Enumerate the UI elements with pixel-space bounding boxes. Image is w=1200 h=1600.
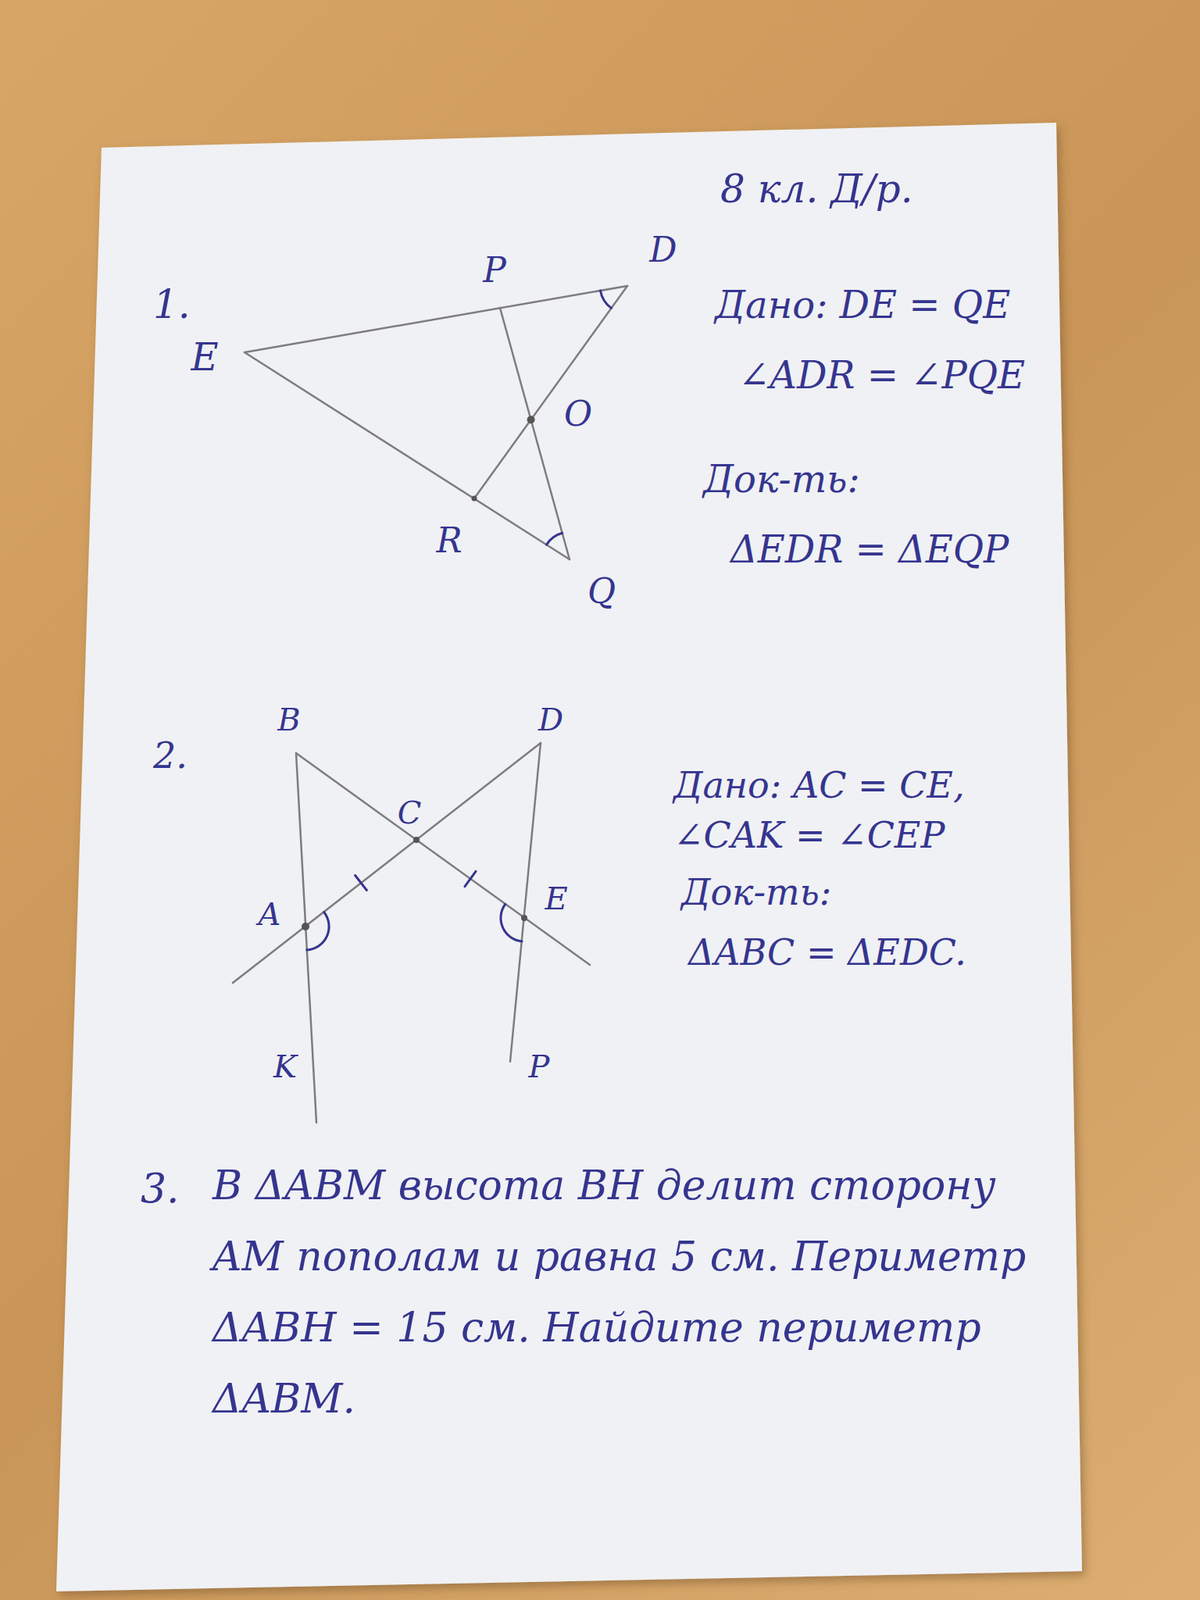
- figure-one: [244, 285, 628, 560]
- point-label: B: [277, 700, 300, 739]
- problem-number: 2.: [153, 734, 188, 778]
- problem-text: В ΔABM высота BH делит сторону AM попола…: [212, 1150, 1041, 1435]
- point-label: E: [544, 879, 568, 918]
- figure-two: [232, 742, 590, 1123]
- prove-text: Док-ть:: [681, 871, 832, 915]
- paper-sheet: [56, 122, 1083, 1592]
- point-label: D: [649, 229, 677, 272]
- point-label: K: [273, 1047, 297, 1086]
- point-dots: [301, 836, 528, 931]
- given-text: Дано: AC = CE,: [673, 764, 965, 808]
- prove-text: ΔABC = ΔEDC.: [688, 931, 967, 975]
- given-text: ∠CAK = ∠CEP: [673, 814, 945, 858]
- point-label: D: [538, 700, 564, 739]
- prove-text: ΔEDR = ΔEQP: [730, 527, 1009, 573]
- prove-text: Док-ть:: [703, 457, 861, 503]
- point-label: A: [258, 895, 282, 933]
- sheet-title: 8 кл. Д/р.: [720, 165, 914, 213]
- point-label: C: [397, 793, 422, 832]
- point-dots: [471, 415, 536, 501]
- point-label: E: [190, 335, 218, 381]
- point-label: O: [564, 393, 593, 436]
- problem-number: 3.: [140, 1164, 180, 1213]
- point-label: P: [482, 250, 507, 292]
- point-label: R: [435, 520, 462, 562]
- point-label: P: [528, 1047, 550, 1086]
- point-label: Q: [587, 571, 616, 613]
- given-text: Дано: DE = QE: [714, 282, 1011, 329]
- problem-number: 1.: [153, 281, 191, 329]
- given-text: ∠ADR = ∠PQE: [738, 353, 1025, 399]
